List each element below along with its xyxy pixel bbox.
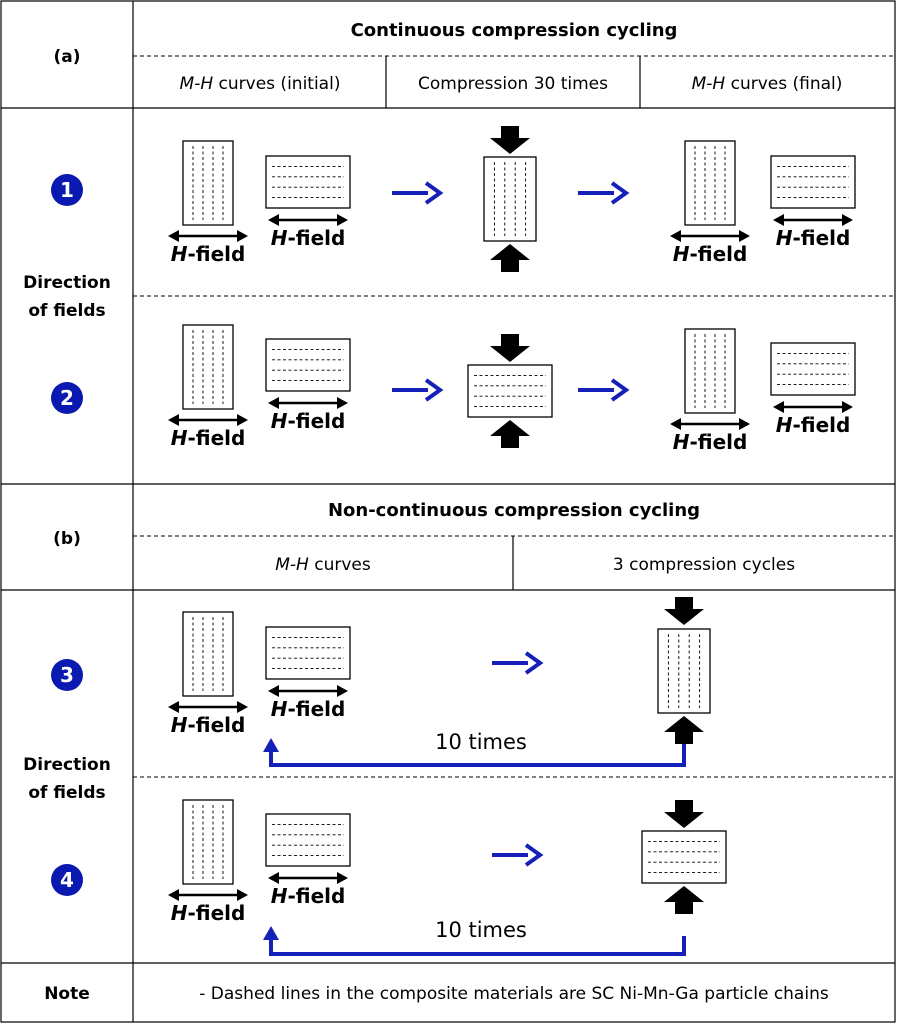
loop-label-row4: 10 times — [435, 918, 527, 942]
row-number-4: 4 — [51, 864, 83, 896]
h-field-label-row2-final-h: H-field — [776, 413, 851, 437]
svg-text:3: 3 — [60, 663, 74, 687]
vertical-sample-row2-initial — [182, 324, 234, 410]
h-field-arrow-row4-mh-h — [268, 872, 348, 884]
sample-drawings: H-fieldH-fieldH-fieldH-fieldH-fieldH-fie… — [168, 126, 856, 925]
blue-arrow-row2-b — [578, 378, 630, 402]
h-field-arrow-row1-initial-h — [268, 214, 348, 226]
h-field-arrow-row2-final-h — [773, 401, 853, 413]
h-field-label-row4-mh-v: H-field — [171, 901, 246, 925]
horizontal-sample-row1-final — [770, 155, 856, 209]
press-up-row3 — [664, 716, 704, 744]
section-b-title: Non-continuous compression cycling — [328, 500, 700, 521]
compressed-sample-row3 — [657, 628, 711, 714]
press-down-row2 — [490, 334, 530, 362]
section-b-label: (b) — [53, 529, 81, 549]
note-text: - Dashed lines in the composite material… — [199, 984, 829, 1004]
section-a-col2-header: Compression 30 times — [418, 74, 608, 94]
h-field-arrow-row3-mh-v — [168, 701, 248, 713]
blue-arrow-row1-a — [392, 181, 444, 205]
h-field-arrow-row1-initial-v — [168, 230, 248, 242]
note-label: Note — [44, 984, 90, 1004]
h-field-label-row1-final-v: H-field — [673, 242, 748, 266]
vertical-sample-row1-final — [684, 140, 736, 226]
section-b-col2-header: 3 compression cycles — [613, 555, 795, 575]
h-field-label-row2-initial-h: H-field — [271, 409, 346, 433]
horizontal-sample-row2-initial — [265, 338, 351, 392]
blue-arrow-row3 — [492, 651, 544, 675]
horizontal-sample-row2-final — [770, 342, 856, 396]
blue-arrow-row4 — [492, 843, 544, 867]
row-number-2: 2 — [51, 382, 83, 414]
h-field-label-row1-initial-h: H-field — [271, 226, 346, 250]
horizontal-sample-row3-mh — [265, 626, 351, 680]
vertical-sample-row2-final — [684, 328, 736, 414]
h-field-arrow-row3-mh-h — [268, 685, 348, 697]
section-a-col3-header: M-H curves (final) — [692, 74, 843, 94]
press-down-row4 — [664, 800, 704, 828]
h-field-label-row2-final-v: H-field — [673, 430, 748, 454]
blue-arrow-row2-a — [392, 378, 444, 402]
h-field-arrow-row1-final-h — [773, 214, 853, 226]
section-a-label: (a) — [53, 47, 80, 67]
h-field-label-row2-initial-v: H-field — [171, 426, 246, 450]
section-b-col1-header: M-H curves — [275, 555, 371, 575]
loop-arrow-row4 — [263, 926, 686, 956]
row-number-3: 3 — [51, 659, 83, 691]
svg-text:2: 2 — [60, 386, 74, 410]
compressed-sample-row1 — [483, 156, 537, 242]
press-up-row2 — [490, 420, 530, 448]
h-field-label-row4-mh-h: H-field — [271, 884, 346, 908]
press-down-row3 — [664, 597, 704, 625]
horizontal-sample-row4-mh — [265, 813, 351, 867]
h-field-label-row3-mh-v: H-field — [171, 713, 246, 737]
press-up-row4 — [664, 886, 704, 914]
loop-arrow-row3 — [263, 738, 686, 767]
svg-text:4: 4 — [60, 868, 74, 892]
horizontal-sample-row1-initial — [265, 155, 351, 209]
h-field-arrow-row4-mh-v — [168, 889, 248, 901]
vertical-sample-row3-mh — [182, 611, 234, 697]
svg-text:1: 1 — [60, 178, 74, 202]
vertical-sample-row4-mh — [182, 799, 234, 885]
compressed-sample-row2 — [467, 364, 553, 418]
loop-label-row3: 10 times — [435, 730, 527, 754]
h-field-arrow-row1-final-v — [670, 230, 750, 242]
section-a-title: Continuous compression cycling — [351, 20, 678, 41]
h-field-arrow-row2-final-v — [670, 418, 750, 430]
vertical-sample-row1-initial — [182, 140, 234, 226]
press-down-row1 — [490, 126, 530, 154]
press-up-row1 — [490, 244, 530, 272]
h-field-arrow-row2-initial-h — [268, 397, 348, 409]
h-field-label-row1-final-h: H-field — [776, 226, 851, 250]
compressed-sample-row4 — [641, 830, 727, 884]
h-field-label-row3-mh-h: H-field — [271, 697, 346, 721]
section-a-col1-header: M-H curves (initial) — [180, 74, 341, 94]
blue-arrow-row1-b — [578, 181, 630, 205]
h-field-label-row1-initial-v: H-field — [171, 242, 246, 266]
row-number-1: 1 — [51, 174, 83, 206]
h-field-arrow-row2-initial-v — [168, 414, 248, 426]
